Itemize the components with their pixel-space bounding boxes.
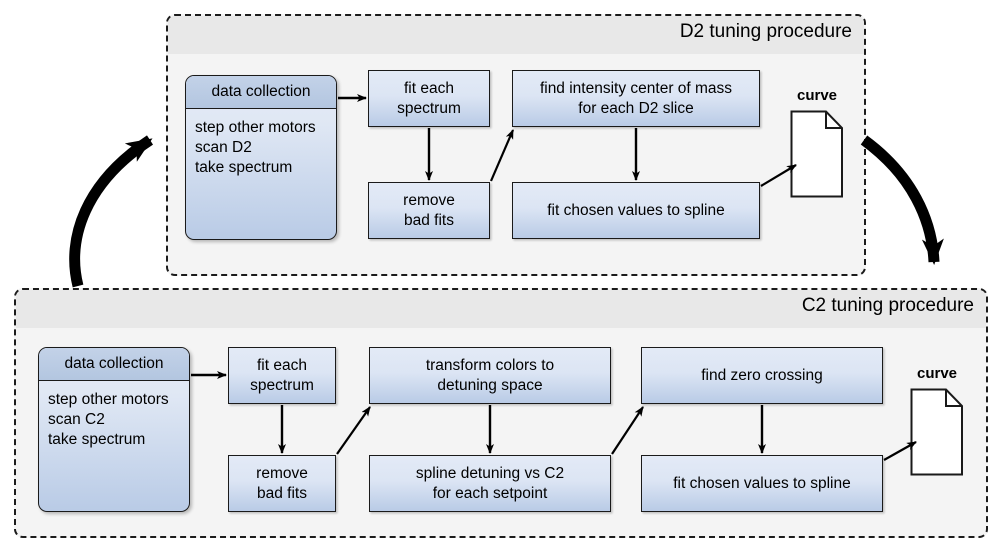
c2-data-collection-body: step other motors scan C2 take spectrum xyxy=(48,391,169,449)
c2-node-transform-colors-to-detuning-space[interactable]: transform colors to detuning space xyxy=(369,347,611,404)
document-icon xyxy=(790,110,843,198)
c2-node-fit-each-spectrum[interactable]: fit each spectrum xyxy=(228,347,336,404)
d2-node-fit-each-spectrum[interactable]: fit each spectrum xyxy=(368,70,490,127)
group-d2-header-band xyxy=(168,16,864,54)
d2-node-fit-chosen-values-to-spline[interactable]: fit chosen values to spline xyxy=(512,182,760,239)
c2-node-find-zero-crossing[interactable]: find zero crossing xyxy=(641,347,883,404)
c2-node-spline-detuning-vs-c2[interactable]: spline detuning vs C2 for each setpoint xyxy=(369,455,611,512)
document-icon xyxy=(910,388,963,476)
c2-node-remove-bad-fits[interactable]: remove bad fits xyxy=(228,455,336,512)
c2-curve-label: curve xyxy=(916,365,958,382)
d2-node-find-intensity-center-of-mass[interactable]: find intensity center of mass for each D… xyxy=(512,70,760,127)
d2-data-collection-body: step other motors scan D2 take spectrum xyxy=(195,119,316,177)
group-c2-header-band xyxy=(16,290,986,328)
d2-node-remove-bad-fits[interactable]: remove bad fits xyxy=(368,182,490,239)
d2-curve-label: curve xyxy=(796,87,838,104)
c2-node-fit-chosen-values-to-spline[interactable]: fit chosen values to spline xyxy=(641,455,883,512)
group-d2-title: D2 tuning procedure xyxy=(679,21,852,42)
arrow-c2-to-d2-big xyxy=(69,135,154,288)
c2-data-collection-box[interactable]: data collection step other motors scan C… xyxy=(38,347,190,512)
arrow-d2-to-c2-big xyxy=(860,135,944,265)
group-c2-title: C2 tuning procedure xyxy=(801,295,974,316)
c2-output-curve[interactable]: curve xyxy=(910,365,964,476)
d2-output-curve[interactable]: curve xyxy=(790,87,844,198)
d2-data-collection-header: data collection xyxy=(186,76,336,109)
c2-data-collection-header: data collection xyxy=(39,348,189,381)
d2-data-collection-box[interactable]: data collection step other motors scan D… xyxy=(185,75,337,240)
